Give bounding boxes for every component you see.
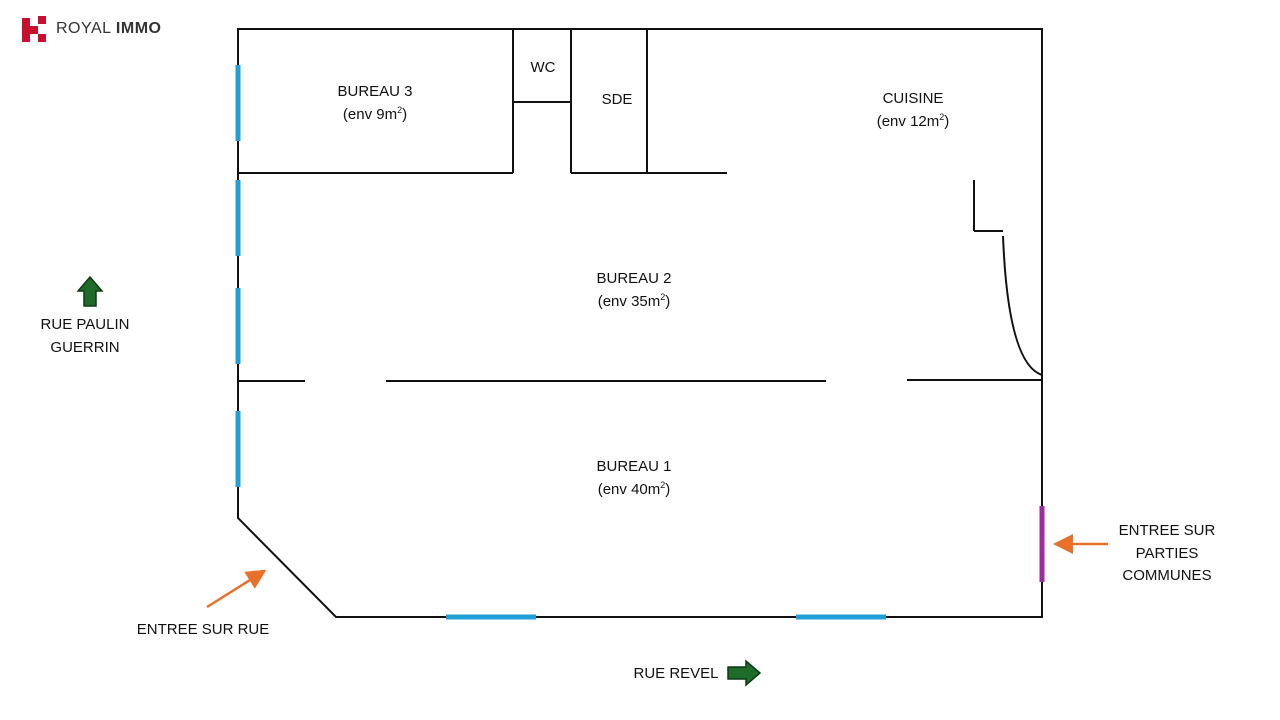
east-arrow-icon [727, 659, 762, 687]
north-arrow-icon [76, 275, 104, 307]
svg-text:COMMUNES: COMMUNES [1122, 567, 1211, 584]
common-entry-label: ENTREE SUR PARTIES COMMUNES [1119, 522, 1216, 584]
svg-text:RUE PAULIN: RUE PAULIN [41, 316, 130, 333]
room-bureau-3: BUREAU 3 (env 9m2) [337, 83, 412, 123]
room-area: (env 9m2) [343, 105, 407, 123]
room-bureau-1: BUREAU 1 (env 40m2) [596, 458, 671, 498]
room-area: (env 12m2) [877, 112, 950, 130]
logo-mark-icon [22, 16, 46, 42]
street-label-paulin: RUE PAULIN GUERRIN [41, 316, 130, 356]
kitchen-door-swing [1002, 235, 1043, 376]
room-sde: SDE [602, 91, 633, 108]
room-name: BUREAU 1 [596, 458, 671, 475]
street-label-revel: RUE REVEL [633, 665, 718, 682]
svg-text:ENTREE SUR: ENTREE SUR [1119, 522, 1216, 539]
windows [235, 65, 886, 620]
svg-text:GUERRIN: GUERRIN [50, 339, 119, 356]
room-name: BUREAU 2 [596, 270, 671, 287]
brand-name: ROYAL IMMO [56, 20, 162, 37]
room-wc: WC [531, 59, 556, 76]
room-area: (env 35m2) [598, 292, 671, 310]
street-entry-label: ENTREE SUR RUE [137, 621, 270, 638]
interior-walls [238, 29, 1042, 382]
room-bureau-2: BUREAU 2 (env 35m2) [596, 270, 671, 310]
svg-text:PARTIES: PARTIES [1136, 545, 1199, 562]
brand-logo: ROYAL IMMO [22, 15, 161, 43]
room-name: CUISINE [883, 90, 944, 107]
room-area: (env 40m2) [598, 480, 671, 498]
room-cuisine: CUISINE (env 12m2) [877, 90, 950, 130]
room-name: BUREAU 3 [337, 83, 412, 100]
street-entry-arrow-icon [206, 569, 267, 609]
